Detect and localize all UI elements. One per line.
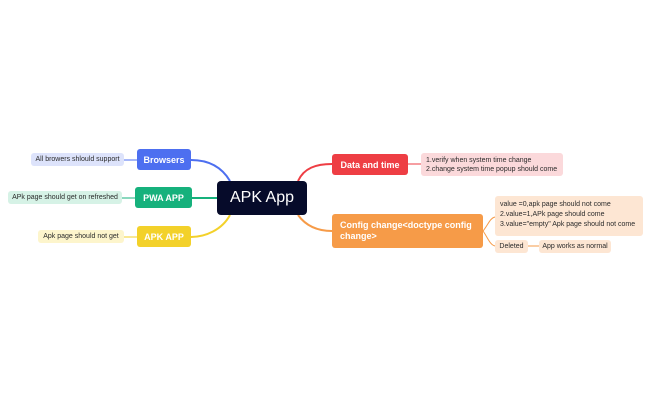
note-data-and-time-line-2: 2.change system time popup should come <box>426 166 558 174</box>
topic-config-change-label-line-2: change> <box>340 231 377 241</box>
topic-config-change-label-line-1: Config change<doctype config <box>340 220 472 230</box>
note-browsers[interactable]: All browers shlould support <box>31 153 124 166</box>
topic-pwa-app[interactable]: PWA APP <box>135 187 192 208</box>
central-topic-label: APK App <box>229 189 295 206</box>
note-config-values[interactable]: value =0,apk page should not come 2.valu… <box>495 196 643 236</box>
topic-data-and-time[interactable]: Data and time <box>332 154 408 175</box>
note-config-deleted[interactable]: Deleted <box>495 240 528 253</box>
note-config-value-line-3: 3.value="empty" Apk page should not come <box>500 221 636 228</box>
note-data-and-time-line-1: 1.verify when system time change <box>426 157 532 164</box>
note-browsers-text: All browers shlould support <box>35 156 120 163</box>
note-config-deleted-result[interactable]: App works as normal <box>539 240 611 253</box>
note-config-value-line-1: value =0,apk page should not come <box>500 201 611 208</box>
note-apk-app[interactable]: Apk page should not get <box>38 230 124 243</box>
note-pwa-app-text: APk page should get on refreshed <box>12 194 118 201</box>
note-config-deleted-result-text: App works as normal <box>542 243 608 250</box>
topic-apk-app[interactable]: APK APP <box>137 226 191 247</box>
topic-browsers-label: Browsers <box>143 154 185 165</box>
topic-pwa-app-label: PWA APP <box>143 192 184 203</box>
note-pwa-app[interactable]: APk page should get on refreshed <box>8 191 122 204</box>
note-apk-app-text: Apk page should not get <box>43 233 119 240</box>
topic-apk-app-label: APK APP <box>144 231 184 242</box>
topic-browsers[interactable]: Browsers <box>137 149 191 170</box>
note-data-and-time[interactable]: 1.verify when system time change 2.chang… <box>421 153 563 176</box>
note-config-value-line-2: 2.value=1,APk page should come <box>500 211 605 218</box>
central-topic[interactable]: APK App <box>217 181 307 215</box>
topic-data-and-time-label: Data and time <box>340 159 400 170</box>
note-config-deleted-text: Deleted <box>499 243 524 250</box>
topic-config-change[interactable]: Config change<doctype config change> <box>332 214 483 248</box>
